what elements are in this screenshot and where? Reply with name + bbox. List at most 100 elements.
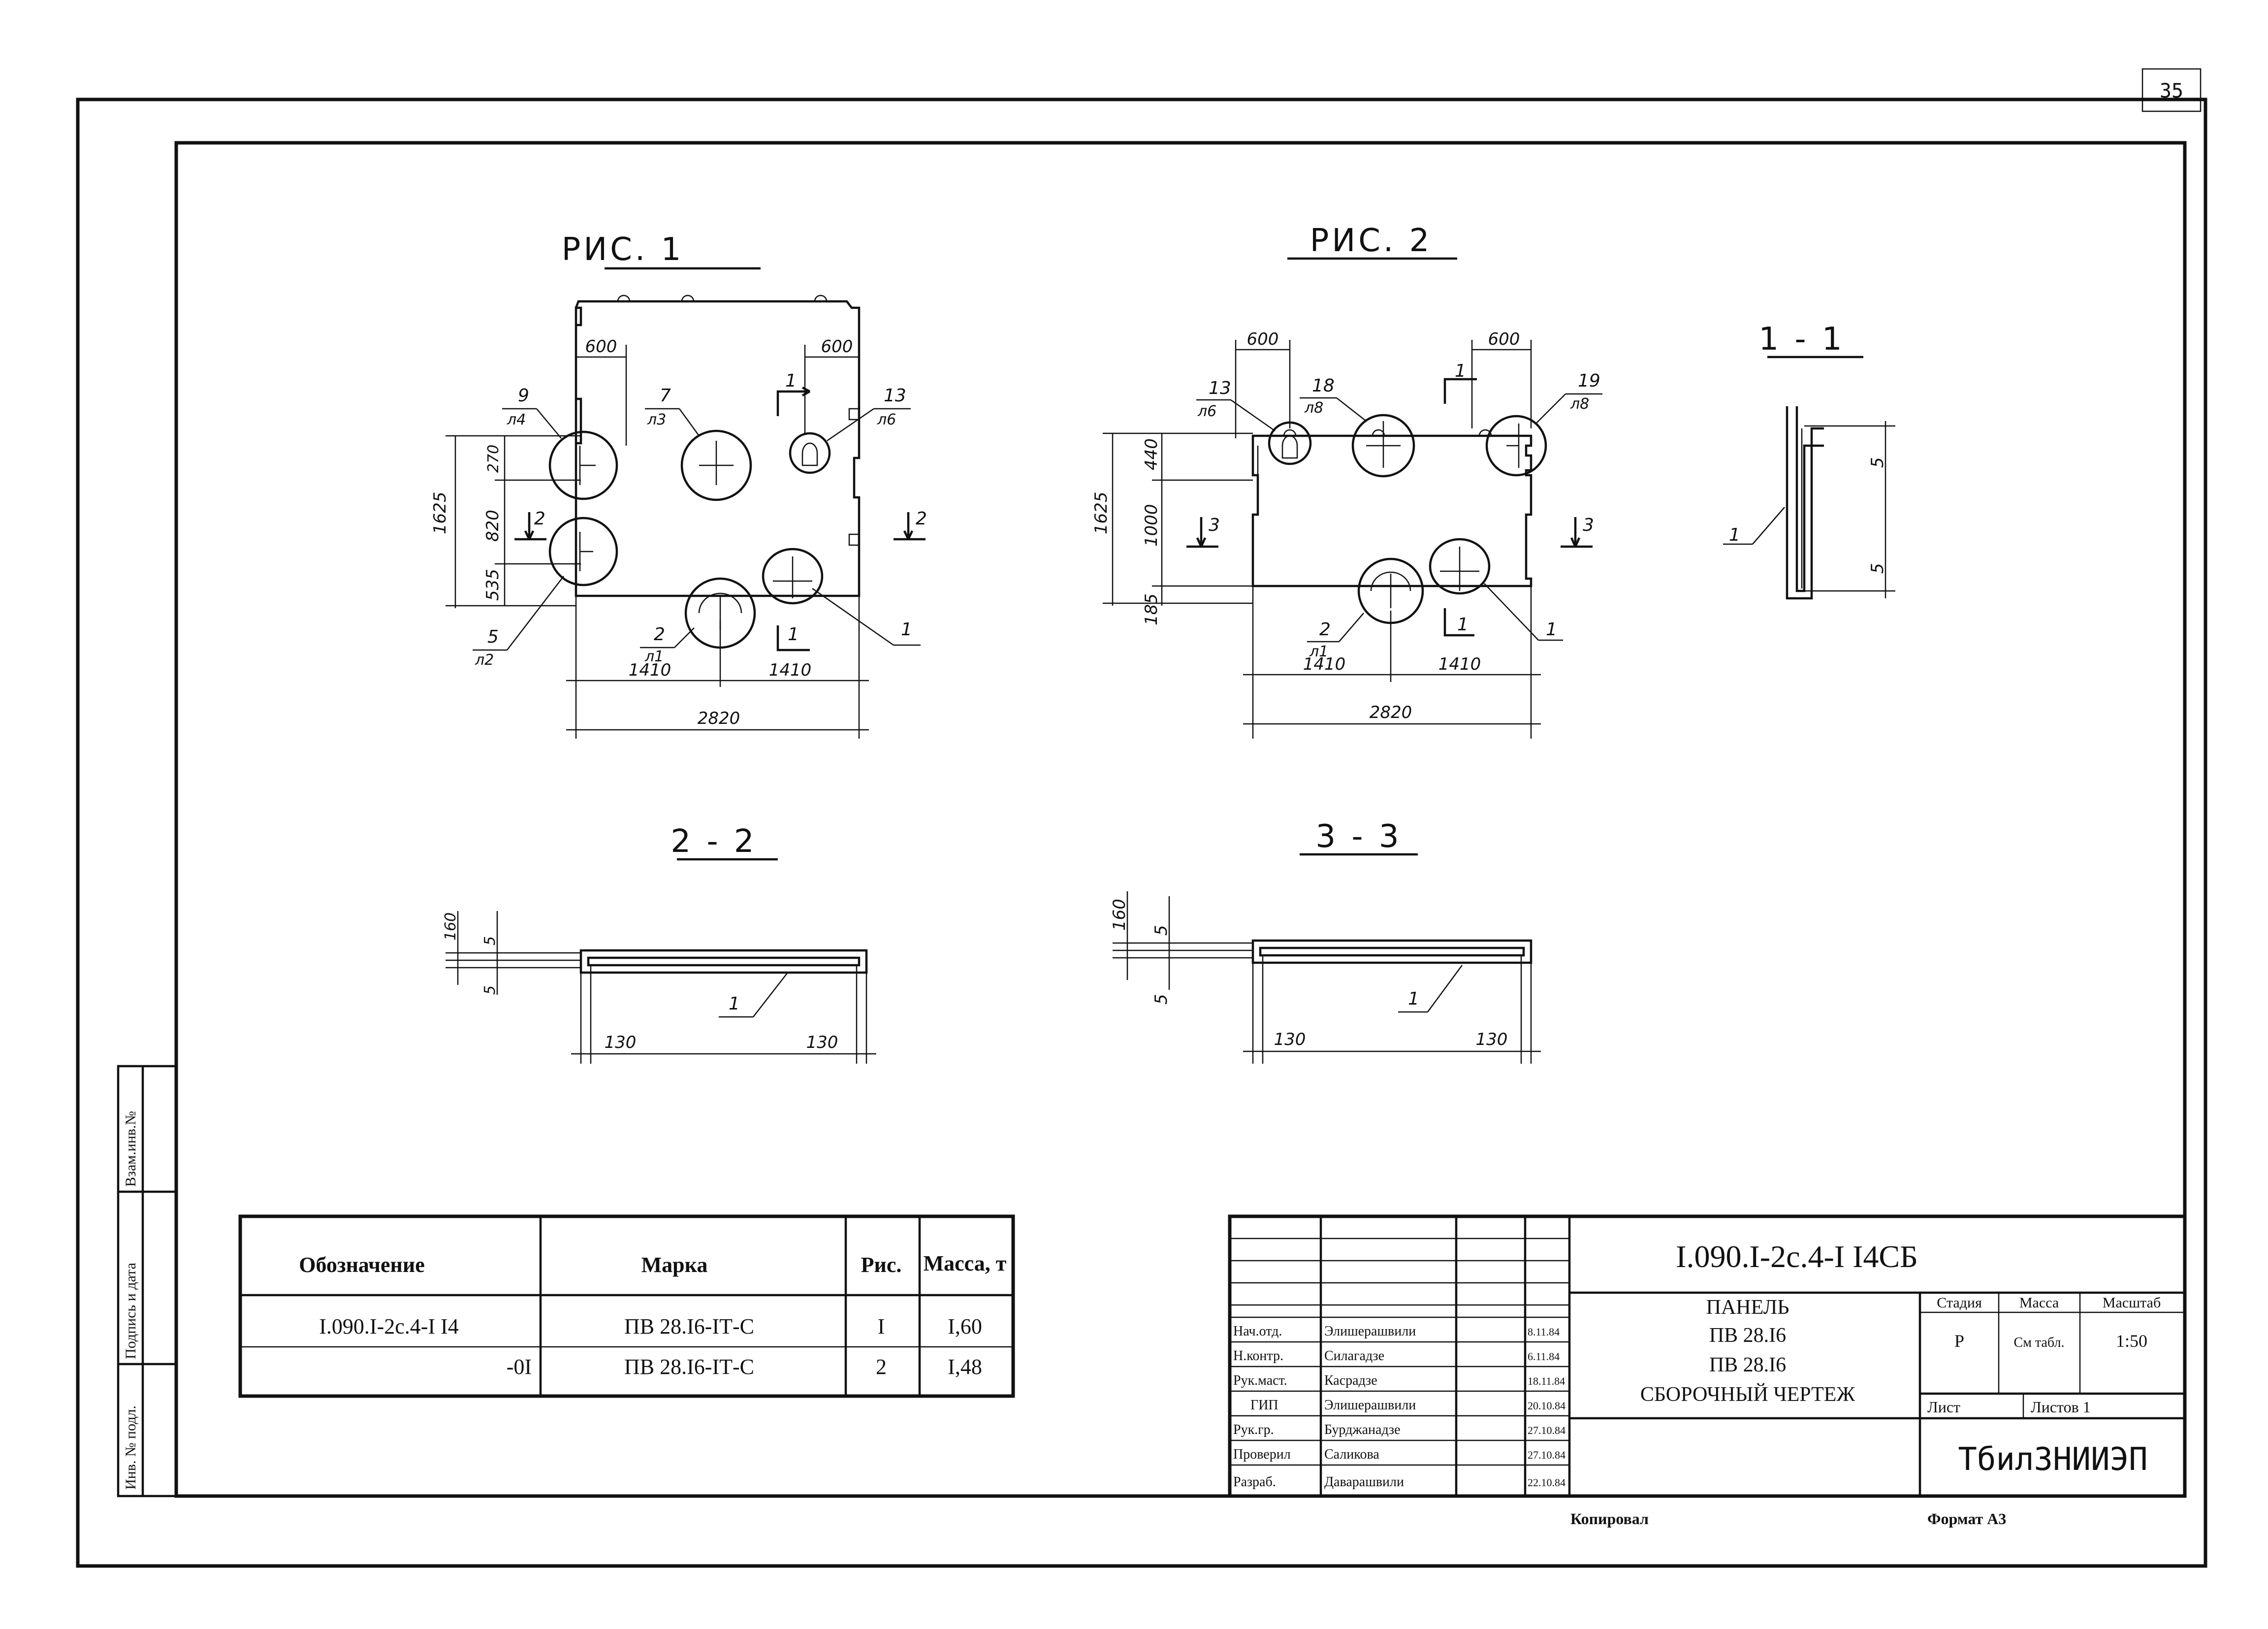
spec-r2-mark: ПВ 28.I6-IТ-С <box>624 1355 754 1379</box>
inner-frame <box>174 141 2187 1498</box>
signer-date-4: 27.10.84 <box>1528 1424 1565 1436</box>
tb-scale-head: Масштаб <box>2103 1295 2161 1311</box>
fig2-section-marks: 1 1 3 3 <box>1186 361 1594 637</box>
fig2-dim-left: 1625 440 1000 185 <box>1091 432 1253 625</box>
fig2-dim-2820: 2820 <box>1370 703 1412 722</box>
tb-name-1: ПВ 28.I6 <box>1709 1324 1786 1347</box>
figure-1: РИС. 1 <box>430 231 927 739</box>
fig2-dim-top: 600 600 <box>1235 329 1532 438</box>
spec-r1-mass: I,60 <box>948 1314 982 1338</box>
tb-stage: Р <box>1954 1331 1964 1351</box>
signer-role-0: Нач.отд. <box>1233 1324 1282 1339</box>
fig2-sec3-right: 3 <box>1583 515 1594 535</box>
tb-scale: 1:50 <box>2116 1331 2147 1351</box>
sheet-number: 35 <box>2160 80 2183 102</box>
fig1-circle-node-9 <box>548 430 618 500</box>
fig1-circle-node-5 <box>548 517 618 586</box>
side-stamp: Инв. № подл. Подпись и дата Взам.инв.№ <box>117 1065 178 1498</box>
sec11-dim-top: 5 <box>1868 457 1887 468</box>
fig2-callout-2-sheet: л1 <box>1309 643 1328 660</box>
fig1-callouts: 9 л4 7 л3 13 л6 5 л2 2 л1 1 <box>473 386 921 669</box>
tb-name-0: ПАНЕЛЬ <box>1706 1296 1789 1319</box>
section-1-1: 1 - 1 5 5 1 <box>1723 321 1895 600</box>
spec-r1-mark: ПВ 28.I6-IТ-С <box>624 1314 754 1338</box>
fig2-circle-node-19 <box>1485 415 1547 477</box>
fig2-callout-2-num: 2 <box>1319 619 1331 640</box>
sec22-dim-5a: 5 <box>481 936 499 945</box>
sec22-dim-160: 160 <box>442 912 459 941</box>
fig1-dim-535: 535 <box>483 569 503 601</box>
fig1-circle-node-1 <box>762 548 824 605</box>
signer-name-6: Даварашвили <box>1324 1474 1404 1490</box>
tb-sheets: Листов 1 <box>2031 1398 2091 1416</box>
signer-role-3: ГИП <box>1250 1398 1278 1413</box>
fig1-callout-13-num: 13 <box>884 386 906 406</box>
signer-date-2: 18.11.84 <box>1528 1375 1565 1387</box>
fig1-dim-820: 820 <box>483 510 503 542</box>
sec33-dim-5a: 5 <box>1151 925 1171 936</box>
side-inv-label: Инв. № подл. <box>123 1405 139 1490</box>
fig1-dim-bottom: 1410 1410 2820 <box>566 596 869 739</box>
fig2-sec3-left: 3 <box>1209 515 1220 535</box>
spec-r1-fig: I <box>878 1314 885 1338</box>
fig1-callout-7-num: 7 <box>660 386 671 406</box>
fig1-callout-2-sheet: л1 <box>644 648 664 665</box>
fig2-dim-185: 185 <box>1142 593 1161 625</box>
tb-name-3: СБОРОЧНЫЙ ЧЕРТЕЖ <box>1640 1383 1855 1406</box>
signer-date-6: 22.10.84 <box>1528 1476 1565 1489</box>
fig1-callout-5-sheet: л2 <box>475 652 494 669</box>
section-2-2: 2 - 2 160 5 5 130 130 1 <box>442 823 876 1064</box>
spec-r2-fig: 2 <box>876 1355 887 1379</box>
fig2-sec1-bot: 1 <box>1457 615 1469 635</box>
fig2-dim-1410-left: 1410 <box>1303 654 1346 674</box>
signer-name-0: Элишерашвили <box>1324 1324 1416 1339</box>
fig1-callout-9-sheet: л4 <box>507 411 526 428</box>
signer-date-0: 8.11.84 <box>1528 1326 1560 1338</box>
tb-code: I.090.I-2с.4-I I4СБ <box>1676 1239 1918 1274</box>
fig1-callout-2-num: 2 <box>654 624 665 645</box>
sec22-dim-5b: 5 <box>481 985 499 995</box>
tb-name-2: ПВ 28.I6 <box>1709 1354 1786 1376</box>
fig1-sec2-left: 2 <box>534 509 545 529</box>
fig2-callout-18-num: 18 <box>1312 376 1335 396</box>
signer-role-5: Проверил <box>1233 1447 1291 1462</box>
tb-mass-head: Масса <box>2019 1295 2059 1311</box>
fig1-circle-node-7 <box>680 429 752 501</box>
fig1-sec1-bot: 1 <box>788 624 799 645</box>
sheet-number-box: 35 <box>2141 68 2202 112</box>
fig2-dim-1410-right: 1410 <box>1438 654 1481 674</box>
spec-table: Обозначение Марка Рис. Масса, т I.090.I-… <box>238 1214 1015 1398</box>
title-block: I.090.I-2с.4-I I4СБ ПАНЕЛЬ ПВ 28.I6 ПВ 2… <box>1228 1214 2187 1498</box>
fig1-circle-node-13 <box>789 432 831 474</box>
tb-signers: Нач.отд. Элишерашвили 8.11.84 Н.контр. С… <box>1233 1324 1565 1490</box>
signer-name-2: Касрадзе <box>1324 1373 1377 1388</box>
fig1-callout-9-num: 9 <box>518 386 529 406</box>
fig2-circle-node-1 <box>1429 538 1491 595</box>
fig2-callouts: 13 л6 18 л8 19 л8 2 л1 1 <box>1196 371 1602 660</box>
sec11-title: 1 - 1 <box>1758 321 1845 358</box>
fig1-callout-5-num: 5 <box>487 627 499 647</box>
sec33-dim-130-right: 130 <box>1476 1030 1508 1049</box>
sec33-dim-5b: 5 <box>1151 994 1171 1005</box>
sec22-title: 2 - 2 <box>671 823 757 860</box>
spec-header-fig: Рис. <box>861 1253 902 1277</box>
fig2-panel-outline <box>1251 434 1533 587</box>
signer-role-6: Разраб. <box>1233 1474 1276 1490</box>
fig1-sec1-top: 1 <box>785 371 797 391</box>
figure-2: РИС. 2 600 600 1625 <box>1091 223 1602 739</box>
spec-r2-mass: I,48 <box>948 1355 982 1379</box>
fig2-callout-13-num: 13 <box>1209 378 1231 398</box>
tb-org: ТбилЗНИИЭП <box>1958 1441 2147 1478</box>
sec11-callout: 1 <box>1729 525 1740 545</box>
spec-header-mark: Марка <box>641 1253 708 1277</box>
sec33-dim-130-left: 130 <box>1274 1030 1306 1049</box>
fig2-title: РИС. 2 <box>1310 223 1433 259</box>
signer-role-2: Рук.маст. <box>1233 1373 1287 1388</box>
side-sign-label: Подпись и дата <box>123 1263 139 1359</box>
fig2-dim-bottom: 1410 1410 2820 <box>1243 586 1541 739</box>
fig2-dim-440: 440 <box>1142 438 1161 470</box>
fig1-dim-600-left: 600 <box>585 337 617 357</box>
fig2-circle-node-18 <box>1351 414 1415 478</box>
sec11-dim-bot: 5 <box>1868 563 1887 574</box>
outer-border <box>76 98 2207 1568</box>
